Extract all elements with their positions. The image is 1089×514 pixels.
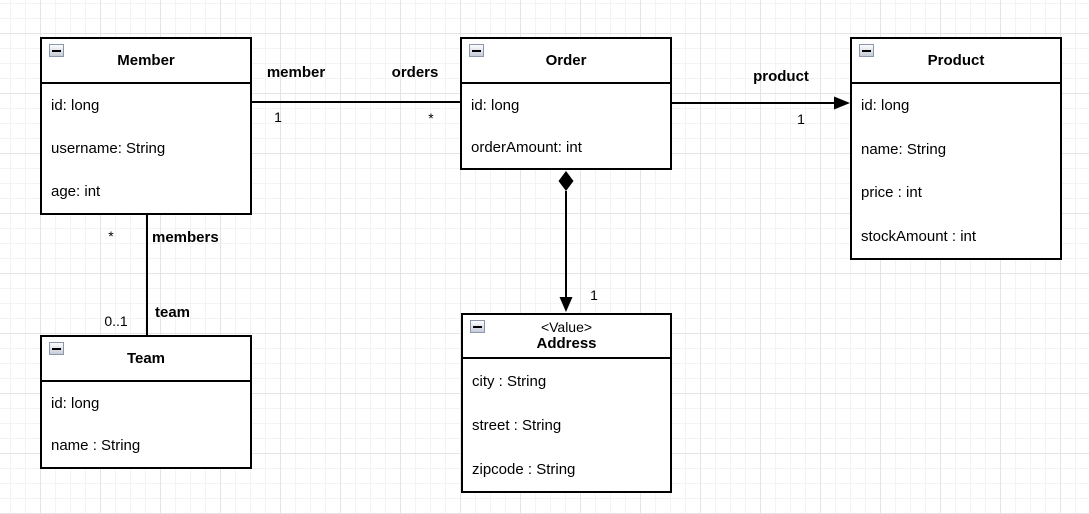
collapse-icon[interactable] bbox=[49, 44, 64, 57]
edge-order-address[interactable] bbox=[558, 171, 574, 312]
class-title: Member bbox=[117, 52, 175, 69]
class-address-attributes: city : String street : String zipcode : … bbox=[463, 359, 670, 491]
class-member-attributes: id: long username: String age: int bbox=[42, 84, 250, 213]
edge-label-members-role: members bbox=[152, 229, 219, 246]
class-title: Address bbox=[536, 335, 597, 353]
class-team[interactable]: Team id: long name : String bbox=[40, 335, 252, 469]
attribute: id: long bbox=[51, 97, 100, 114]
collapse-icon[interactable] bbox=[470, 320, 485, 333]
edge-label-member-mult: 1 bbox=[274, 109, 282, 125]
class-title: Team bbox=[126, 350, 166, 367]
attribute: name : String bbox=[51, 437, 141, 455]
class-product-header: Product bbox=[852, 39, 1060, 84]
attribute: age: int bbox=[51, 183, 101, 200]
class-stereotype: <Value> bbox=[540, 318, 593, 335]
attribute: id: long bbox=[861, 97, 910, 115]
attribute: name: String bbox=[861, 140, 947, 158]
class-title: Product bbox=[927, 52, 985, 69]
arrowhead-icon bbox=[834, 96, 850, 110]
attribute: id: long bbox=[471, 96, 520, 114]
class-product[interactable]: Product id: long name: String price : in… bbox=[850, 37, 1062, 260]
edge-label-product-mult: 1 bbox=[797, 111, 805, 127]
collapse-icon[interactable] bbox=[469, 44, 484, 57]
class-order-attributes: id: long orderAmount: int bbox=[462, 84, 670, 168]
class-member-header: Member bbox=[42, 39, 250, 84]
class-team-attributes: id: long name : String bbox=[42, 382, 250, 467]
class-title: Order bbox=[545, 52, 587, 69]
attribute: price : int bbox=[861, 184, 922, 202]
edge-label-team-mult: 0..1 bbox=[104, 313, 128, 329]
attribute: id: long bbox=[51, 394, 100, 412]
edge-label-member-role: member bbox=[266, 64, 326, 81]
attribute: stockAmount : int bbox=[861, 227, 977, 245]
class-team-header: Team bbox=[42, 337, 250, 382]
class-product-attributes: id: long name: String price : int stockA… bbox=[852, 84, 1060, 258]
collapse-icon[interactable] bbox=[859, 44, 874, 57]
edge-label-members-mult: * bbox=[108, 228, 114, 244]
edge-order-product[interactable] bbox=[672, 96, 850, 110]
attribute: street : String bbox=[472, 416, 562, 434]
attribute: orderAmount: int bbox=[471, 138, 582, 156]
collapse-icon[interactable] bbox=[49, 342, 64, 355]
attribute: zipcode : String bbox=[472, 460, 576, 478]
edge-label-orders-role: orders bbox=[391, 64, 439, 81]
edge-label-product-role: product bbox=[753, 68, 809, 85]
attribute: username: String bbox=[51, 140, 166, 157]
edge-label-orders-mult: * bbox=[428, 110, 434, 126]
class-address[interactable]: <Value> Address city : String street : S… bbox=[461, 313, 672, 493]
composition-diamond-icon bbox=[558, 171, 574, 191]
attribute: city : String bbox=[472, 372, 547, 390]
edge-label-team-role: team bbox=[155, 304, 191, 321]
class-member[interactable]: Member id: long username: String age: in… bbox=[40, 37, 252, 215]
class-order-header: Order bbox=[462, 39, 670, 84]
edge-label-address-mult: 1 bbox=[590, 287, 598, 303]
class-address-header: <Value> Address bbox=[463, 315, 670, 359]
class-order[interactable]: Order id: long orderAmount: int bbox=[460, 37, 672, 170]
arrowhead-icon bbox=[559, 297, 573, 312]
